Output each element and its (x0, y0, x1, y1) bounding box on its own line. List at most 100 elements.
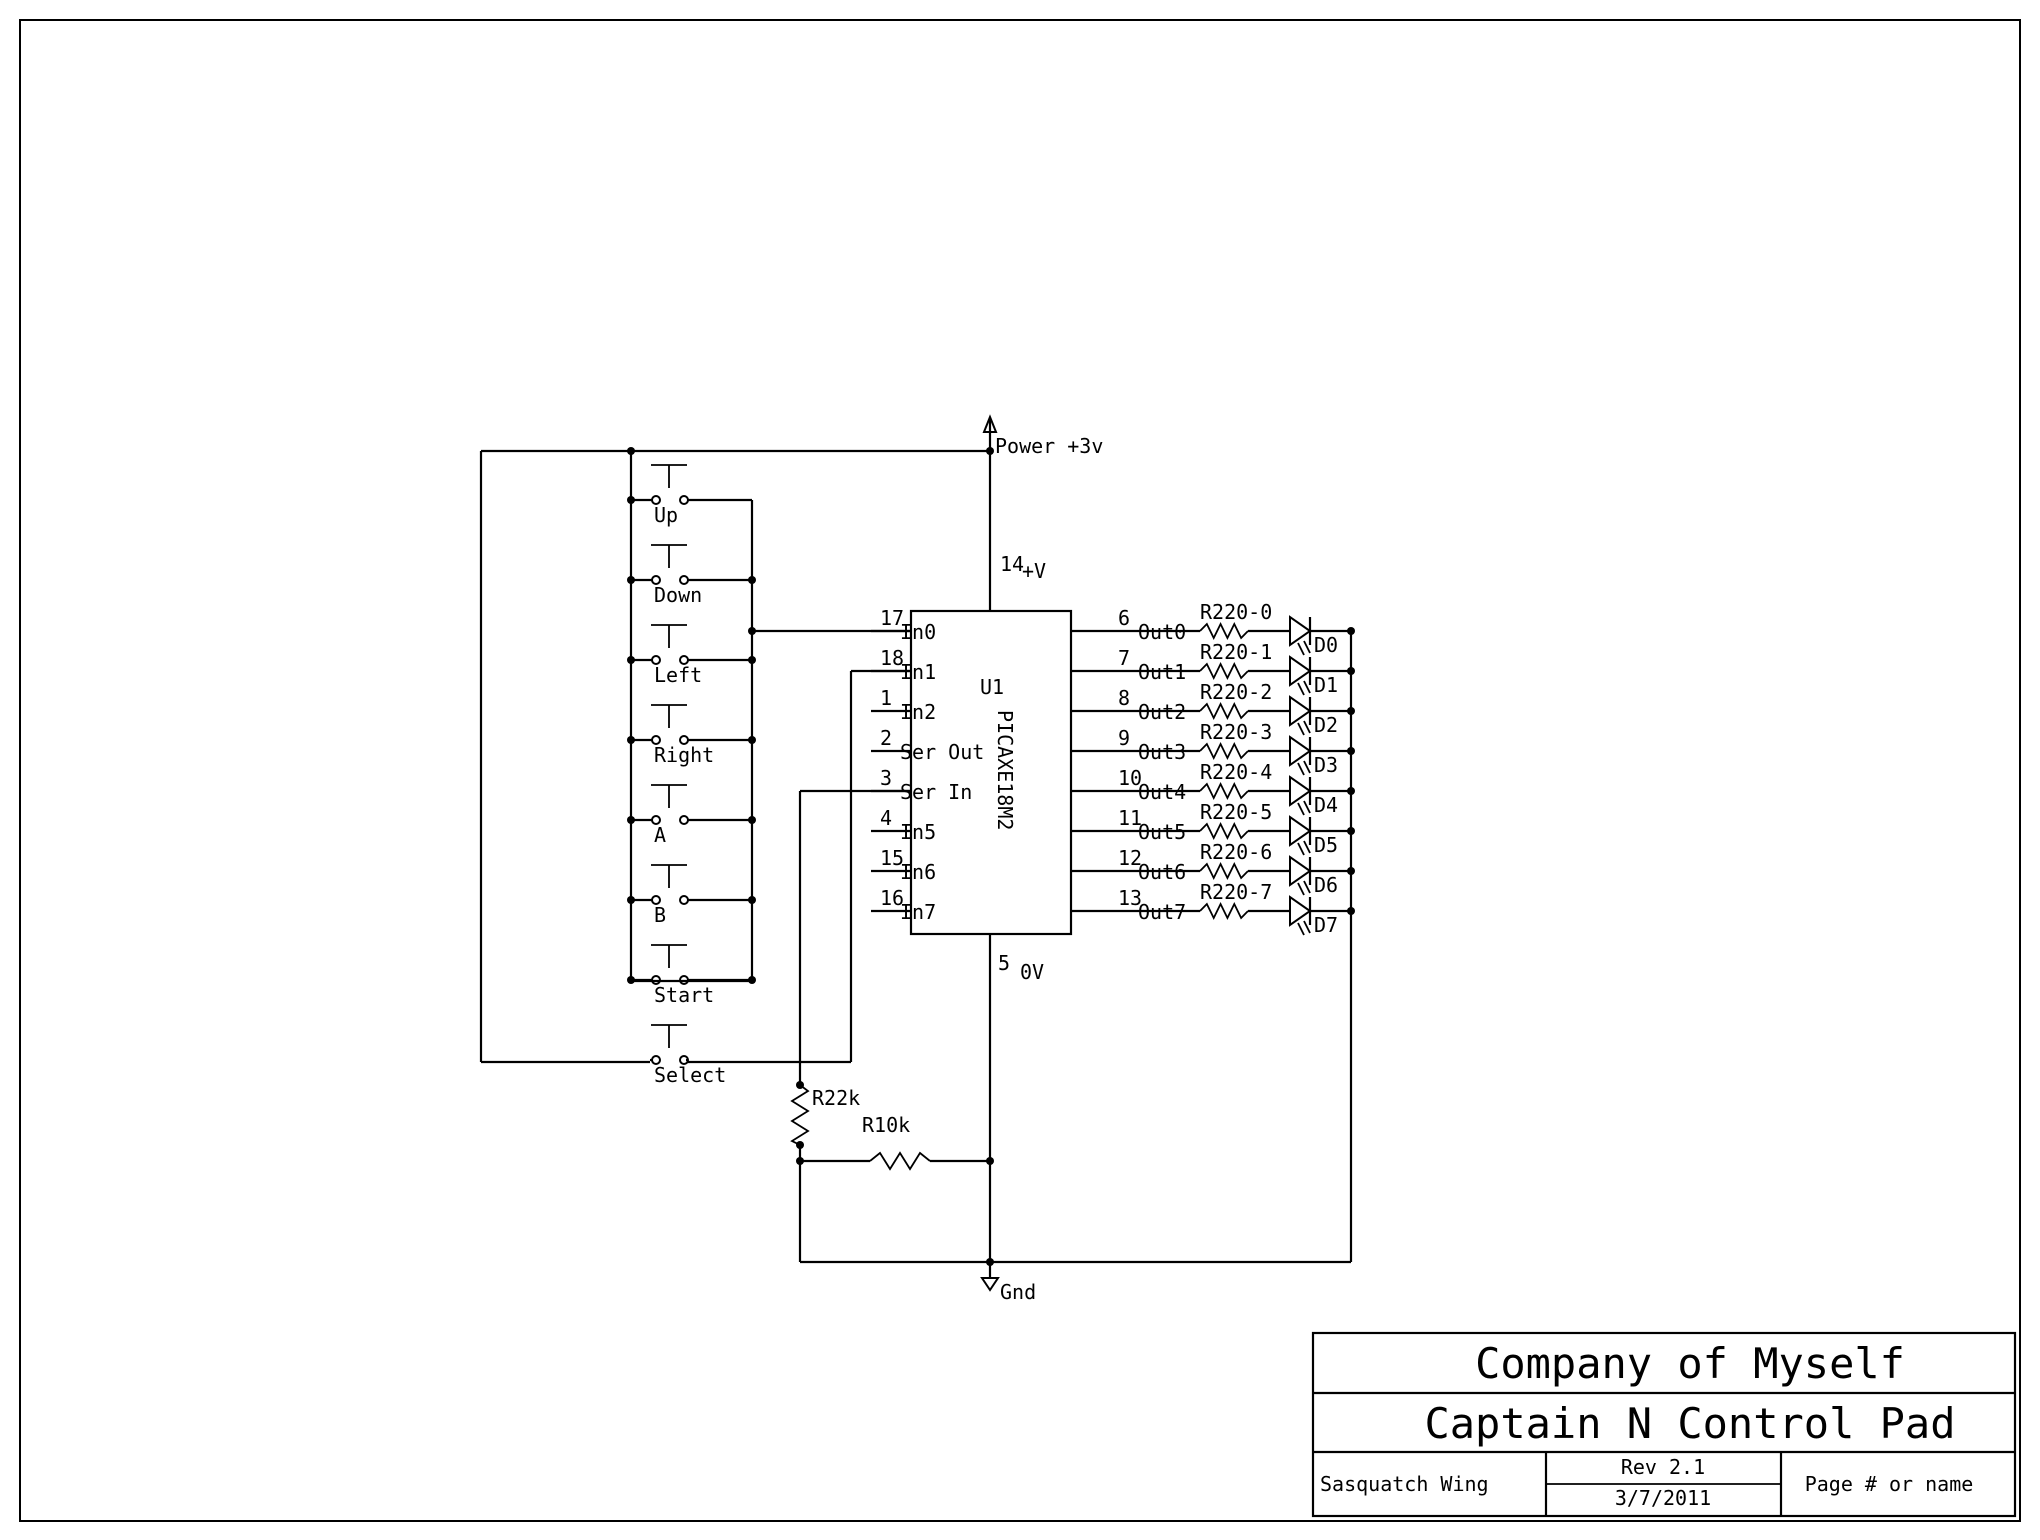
pushbutton-4: A (627, 784, 756, 847)
led-arrow (1297, 922, 1305, 936)
led-2-icon (1289, 695, 1312, 727)
pin-number: 6 (1118, 606, 1130, 630)
led-arrow (1303, 720, 1311, 734)
pin-name: Out0 (1138, 620, 1186, 644)
output-channel-3: R220-3D3 (1199, 720, 1355, 777)
led-arrow (1303, 880, 1311, 894)
junction-dot (1347, 827, 1355, 835)
pin-number: 2 (880, 726, 892, 750)
junction-dot (748, 656, 756, 664)
output-channel-7: R220-7D7 (1199, 880, 1355, 937)
pin-number: 3 (880, 766, 892, 790)
led-arrow (1303, 760, 1311, 774)
serial-input-network: R22k R10k (790, 789, 994, 1262)
pushbutton-7: Select (650, 1024, 726, 1087)
pin-number: 7 (1118, 646, 1130, 670)
junction-dot (627, 656, 635, 664)
junction-dot (1347, 867, 1355, 875)
pin-number: 12 (1118, 846, 1142, 870)
led-arrow (1297, 802, 1305, 816)
page-name: Page # or name (1805, 1472, 1974, 1496)
resistor-label: R220-0 (1200, 600, 1272, 624)
r22k-label: R22k (812, 1086, 860, 1110)
junction-dot (627, 736, 635, 744)
led-5-icon (1289, 815, 1312, 847)
pin-name: Out3 (1138, 740, 1186, 764)
pin-name: In5 (900, 820, 936, 844)
output-array: R220-0D0R220-1D1R220-2D2R220-3D3R220-4D4… (1199, 600, 1355, 937)
vplus-pin-label: +V (1022, 559, 1046, 583)
pin-name: In6 (900, 860, 936, 884)
output-channel-2: R220-2D2 (1199, 680, 1355, 737)
resistor-4 (1199, 781, 1249, 801)
junction-dot (748, 896, 756, 904)
pin-name: In7 (900, 900, 936, 924)
led-arrow (1297, 762, 1305, 776)
junction-dot (1347, 907, 1355, 915)
resistor-label: R220-2 (1200, 680, 1272, 704)
led-arrow (1297, 842, 1305, 856)
pin-number: 4 (880, 806, 892, 830)
led-6-icon (1289, 855, 1312, 887)
button-label: A (654, 823, 666, 847)
resistor-label: R220-4 (1200, 760, 1272, 784)
chip-body (909, 609, 1073, 936)
led-arrow (1303, 680, 1311, 694)
junction-dot (627, 496, 635, 504)
led-label: D1 (1314, 673, 1338, 697)
junction-dot (627, 816, 635, 824)
pin-name: Out2 (1138, 700, 1186, 724)
pushbutton-1: Down (627, 544, 756, 607)
button-label: B (654, 903, 666, 927)
resistor-2 (1199, 701, 1249, 721)
resistor-label: R220-1 (1200, 640, 1272, 664)
led-0-icon (1289, 615, 1312, 647)
pushbutton-6: Start (627, 944, 756, 1007)
junction-dot (1347, 627, 1355, 635)
resistor-1 (1199, 661, 1249, 681)
pin-name: Out4 (1138, 780, 1186, 804)
resistor-label: R220-3 (1200, 720, 1272, 744)
pushbutton-2: Left (627, 624, 756, 687)
led-label: D5 (1314, 833, 1338, 857)
led-label: D0 (1314, 633, 1338, 657)
power-arrow-icon (982, 414, 998, 433)
led-label: D3 (1314, 753, 1338, 777)
resistor-6 (1199, 861, 1249, 881)
led-label: D2 (1314, 713, 1338, 737)
button-label: Down (654, 583, 702, 607)
pin-number: 11 (1118, 806, 1142, 830)
power-label: Power +3v (995, 434, 1103, 458)
author-name: Sasquatch Wing (1320, 1472, 1489, 1496)
button-contact-right (679, 495, 689, 505)
ground-label: Gnd (1000, 1280, 1036, 1304)
company-name: Company of Myself (1475, 1339, 1905, 1388)
chip-part: PICAXE18M2 (993, 710, 1017, 830)
junction-dot (627, 896, 635, 904)
led-1-icon (1289, 655, 1312, 687)
r10k-label: R10k (862, 1113, 910, 1137)
led-label: D7 (1314, 913, 1338, 937)
junction-dot (1347, 747, 1355, 755)
led-arrow (1303, 920, 1311, 934)
junction-dot (1347, 707, 1355, 715)
junction-dot (627, 576, 635, 584)
pin-number: 10 (1118, 766, 1142, 790)
junction-dot (1347, 787, 1355, 795)
junction-dot (748, 576, 756, 584)
resistor-label: R220-5 (1200, 800, 1272, 824)
led-arrow (1303, 640, 1311, 654)
pin-name: In2 (900, 700, 936, 724)
pin-number: 9 (1118, 726, 1130, 750)
output-channel-5: R220-5D5 (1199, 800, 1355, 857)
